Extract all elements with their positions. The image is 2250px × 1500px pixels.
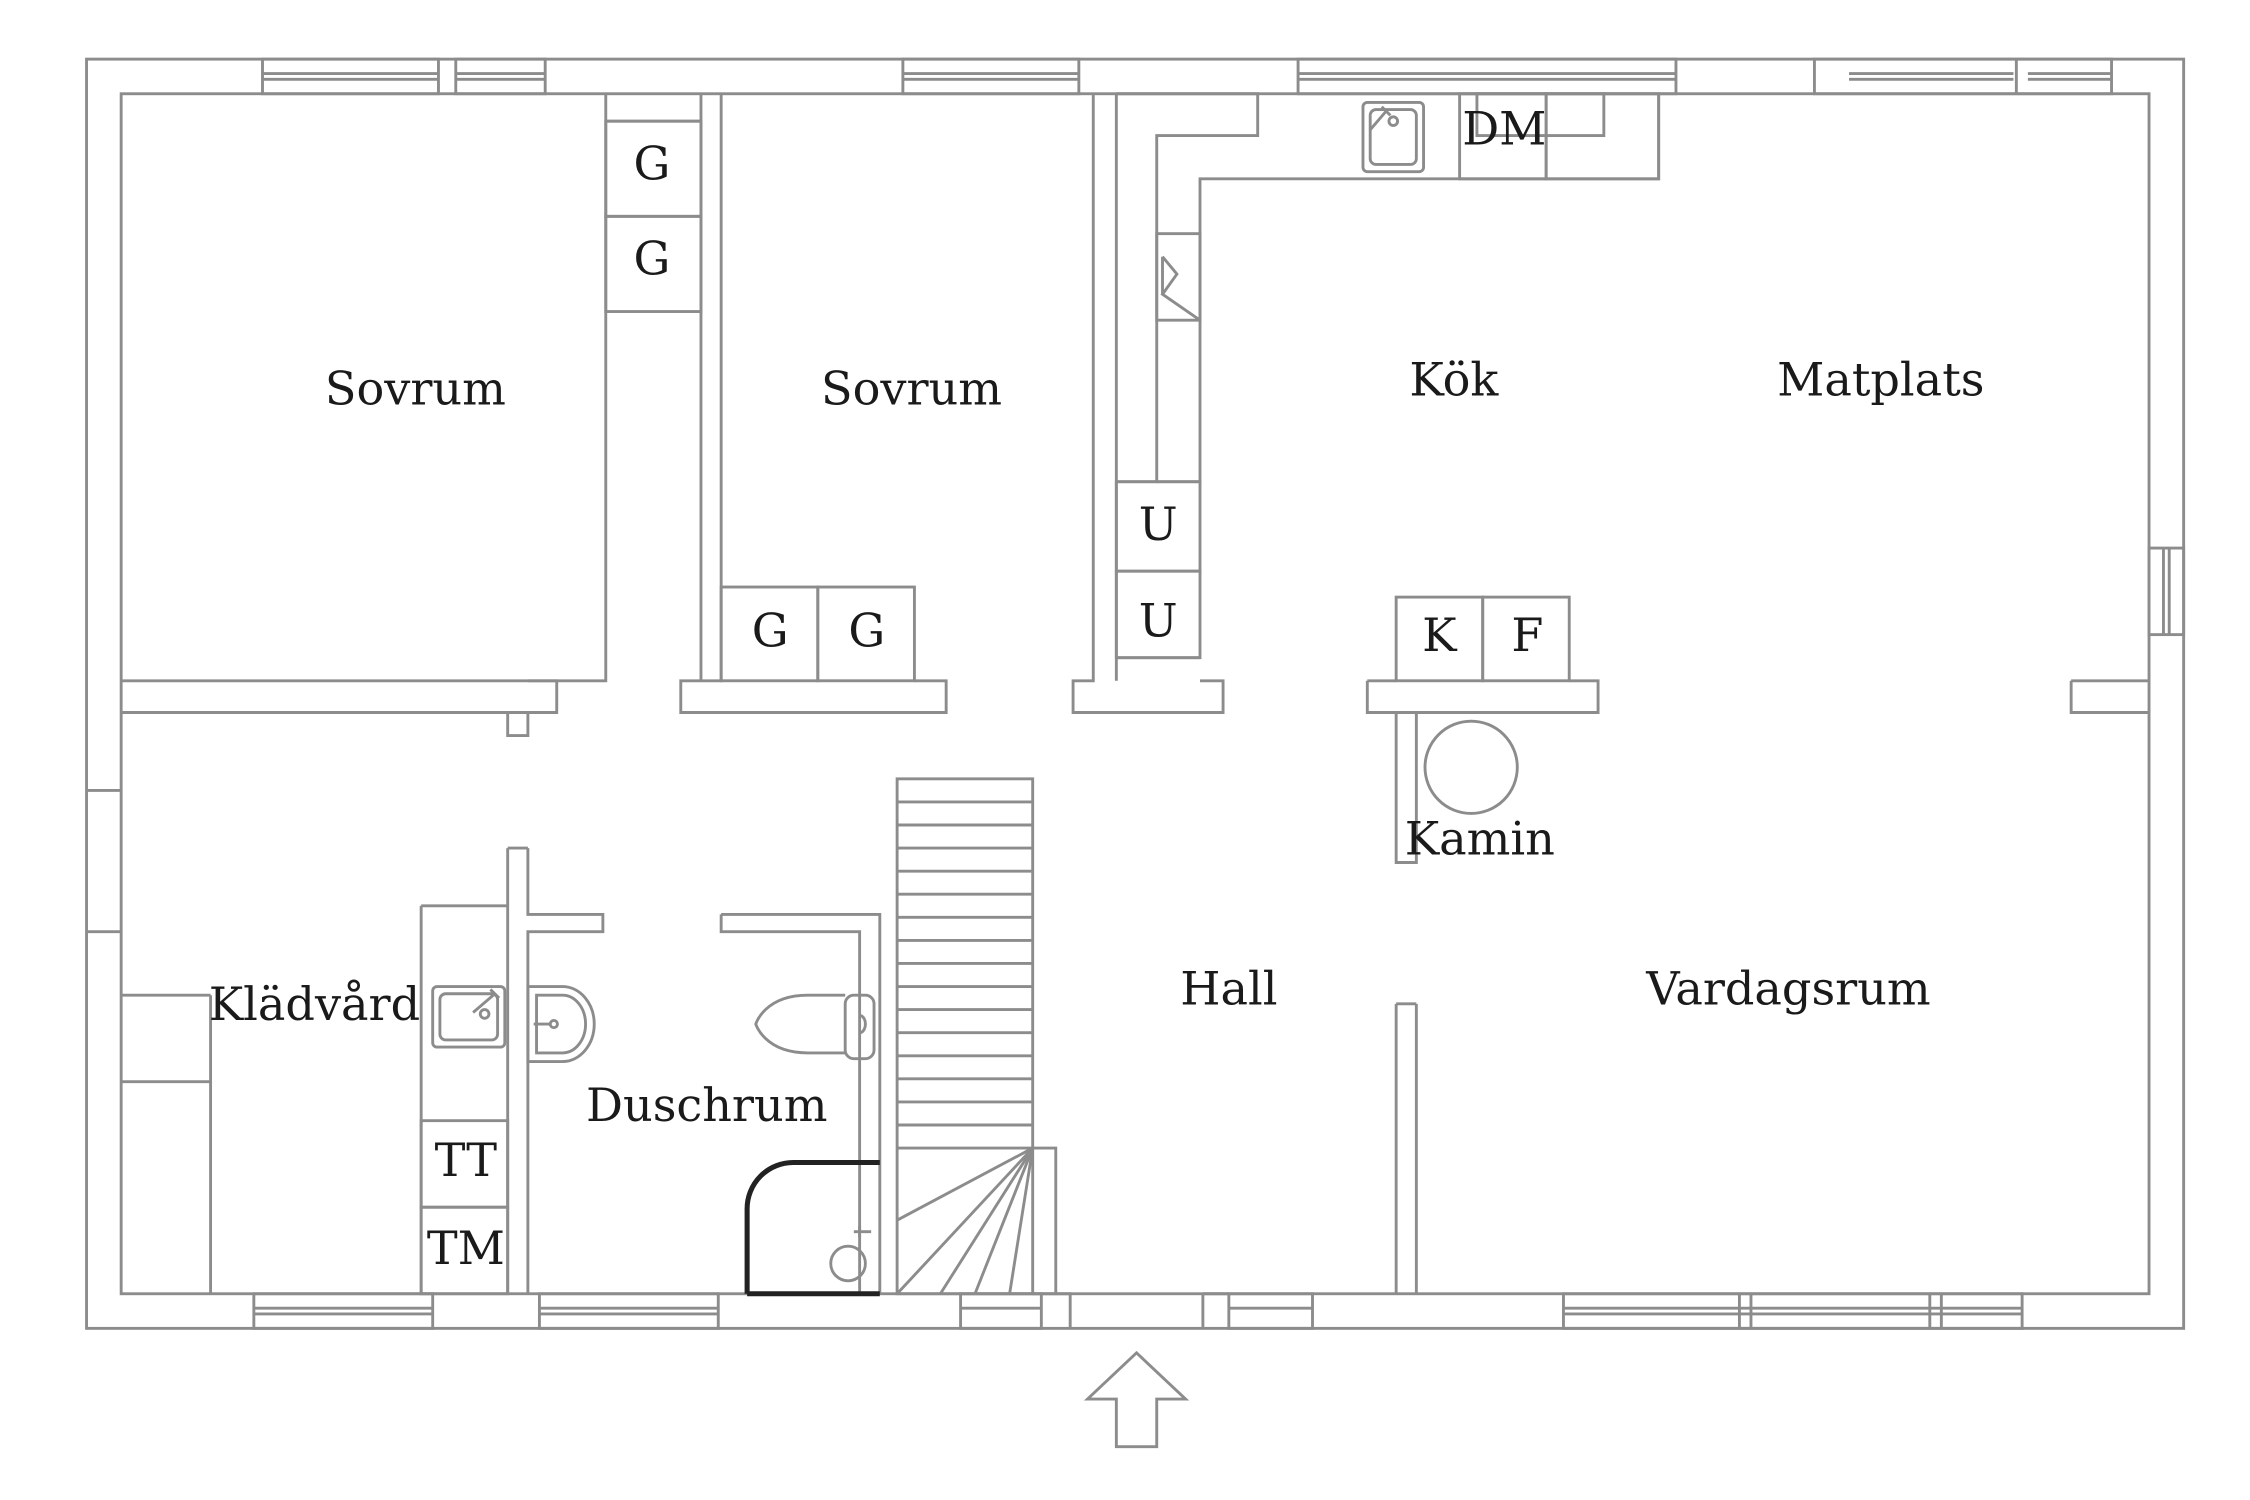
kitchen-counters [1114, 92, 1661, 683]
fixture-label-g4: G [848, 604, 885, 658]
fixture-label-k: K [1422, 608, 1458, 662]
room-label-hall: Hall [1180, 961, 1277, 1015]
laundry-machines [419, 1119, 510, 1296]
windows-top [261, 57, 2113, 96]
stair-winder [896, 1146, 1034, 1222]
fixture-label-g2: G [633, 232, 670, 286]
outer-walls [85, 57, 2186, 1330]
stairs-icon [895, 777, 1035, 1296]
shower-icon [744, 1159, 880, 1297]
laundry-sink-icon [431, 985, 507, 1049]
kitchen-sink-icon [1361, 100, 1425, 174]
entrance-arrow-icon [1083, 1350, 1190, 1449]
room-label-vardagsrum: Vardagsrum [1645, 961, 1930, 1015]
fixture-label-g1: G [633, 136, 670, 190]
toilet-icon [754, 993, 876, 1061]
fixture-label-tt: TT [435, 1133, 498, 1187]
fixture-label-u2: U [1139, 594, 1178, 648]
stair-winder [1008, 1147, 1035, 1294]
fixture-label-g3: G [752, 604, 789, 658]
room-label-kladvard: Klädvård [209, 977, 420, 1031]
room-label-matplats: Matplats [1777, 353, 1984, 407]
fixture-label-dm: DM [1462, 102, 1546, 156]
room-label-sovrum-1: Sovrum [325, 361, 506, 415]
windows-bottom [252, 1292, 2024, 1330]
fixture-label-f: F [1511, 608, 1543, 662]
fireplace-icon [1423, 719, 1519, 815]
room-label-sovrum-2: Sovrum [821, 361, 1002, 415]
left-wall-details [86, 788, 122, 934]
fixture-label-tm: TM [427, 1221, 505, 1275]
room-label-duschrum: Duschrum [586, 1078, 827, 1132]
wardrobes-bedroom-1 [604, 119, 703, 313]
fixture-label-u1: U [1139, 497, 1178, 551]
stair-winder [896, 1147, 1034, 1295]
wardrobes-bedroom-2 [719, 585, 916, 683]
interior-walls [121, 93, 2150, 1329]
room-label-kamin: Kamin [1405, 811, 1555, 865]
washbasin-icon [526, 985, 596, 1063]
stair-winder [973, 1147, 1035, 1295]
window-right [2147, 546, 2186, 637]
stair-winder [939, 1147, 1034, 1295]
room-label-kok: Kök [1409, 353, 1499, 407]
